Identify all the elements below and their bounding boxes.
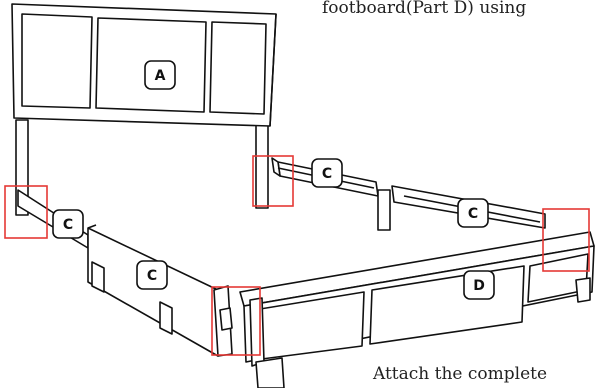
instruction-text-top: footboard(Part D) using (322, 0, 527, 18)
label-badge-d: D (463, 270, 495, 300)
label-badge-c-left-short: C (52, 209, 84, 239)
footboard (213, 231, 595, 388)
label-badge-c-back-upper: C (311, 158, 343, 188)
label-c: C (147, 268, 157, 284)
label-c: C (63, 217, 73, 233)
instruction-text-bottom: Attach the complete (373, 364, 548, 384)
label-badge-c-left-long: C (136, 260, 168, 290)
headboard-leg-right (255, 119, 269, 209)
label-c: C (468, 206, 478, 222)
label-badge-a: A (144, 60, 176, 90)
highlight-right-front (542, 208, 590, 272)
headboard (11, 3, 277, 216)
side-rail-left (17, 189, 219, 357)
highlight-left-front (211, 286, 261, 356)
label-badge-c-back-lower: C (457, 198, 489, 228)
highlight-right-back (252, 155, 294, 207)
connection-highlights (4, 155, 590, 356)
label-a: A (155, 68, 166, 84)
label-d: D (473, 278, 485, 294)
label-c: C (322, 166, 332, 182)
highlight-left-back (4, 185, 48, 239)
